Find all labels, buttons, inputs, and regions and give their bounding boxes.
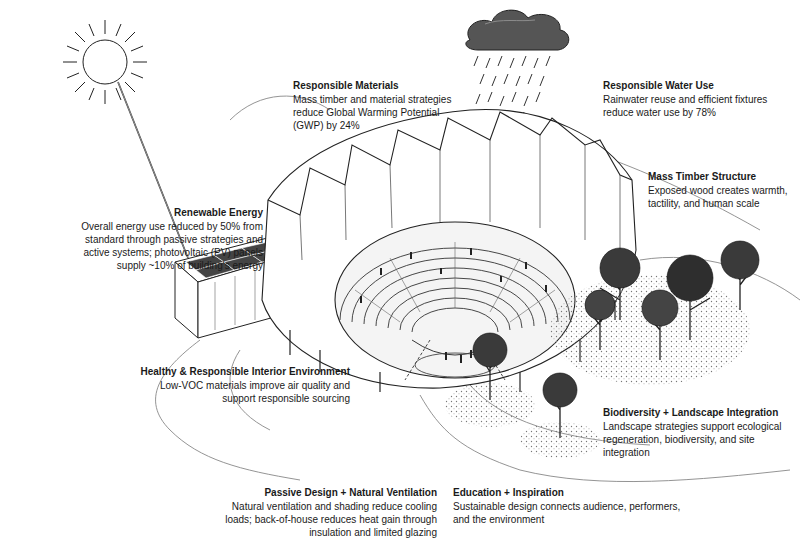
callout-heading: Education + Inspiration [453,486,703,499]
callout-heading: Healthy & Responsible Interior Environme… [40,365,350,378]
callout-text: Low-VOC materials improve air quality an… [130,379,350,405]
callout-heading: Responsible Materials [293,79,513,92]
people [360,248,547,363]
callout-text: Sustainable design connects audience, pe… [453,500,693,526]
callout-heading: Renewable Energy [63,206,263,219]
callout-heading: Passive Design + Natural Ventilation [187,486,437,499]
callout-heading: Biodiversity + Landscape Integration [603,406,798,419]
callout-heading: Responsible Water Use [603,79,793,92]
callout-text: Rainwater reuse and efficient fixtures r… [603,93,783,119]
callout-text: Landscape strategies support ecological … [603,420,788,459]
callout-text: Overall energy use reduced by 50% from s… [73,220,263,272]
landscape-paths [156,96,800,481]
callout-heading: Mass Timber Structure [648,170,798,183]
callout-text: Mass timber and material strategies redu… [293,93,455,132]
callout-text: Exposed wood creates warmth, tactility, … [648,184,788,210]
callout-text: Natural ventilation and shading reduce c… [212,500,437,539]
amphitheatre-seating [340,242,570,380]
